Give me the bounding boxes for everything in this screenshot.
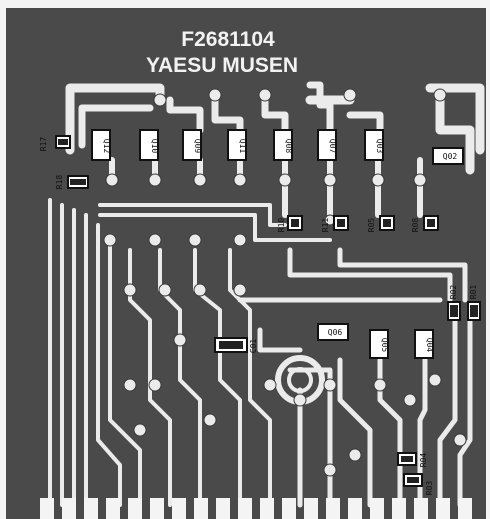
transistor-label: Q10	[150, 139, 159, 154]
transistor-q11: Q11	[227, 129, 247, 161]
transistor-q09: Q09	[182, 129, 202, 161]
resistor-r11: R11	[321, 215, 349, 233]
transistor-q12: Q12	[91, 129, 111, 161]
resistor-label: R17	[39, 137, 48, 152]
resistor-label: R05	[367, 218, 376, 233]
transistor-label: Q09	[193, 139, 202, 154]
resistor-r18: R18	[55, 175, 89, 190]
transistor-q07: Q07	[317, 129, 337, 161]
transistor-label: Q08	[284, 139, 293, 154]
part-number-text: F2681104	[181, 28, 275, 51]
transistor-label: Q11	[238, 139, 247, 154]
resistor-r01: R01	[467, 285, 481, 321]
transistor-q03: Q03	[364, 129, 384, 161]
maker-text: YAESU MUSEN	[146, 54, 298, 77]
solder-pads	[103, 88, 467, 477]
transistor-label: Q03	[375, 139, 384, 154]
resistor-r05: R05	[367, 215, 395, 233]
transistor-q05: Q05	[369, 329, 389, 359]
transistor-label: Q07	[328, 139, 337, 154]
resistor-r08: R08	[411, 215, 439, 233]
edge-connector	[40, 498, 472, 519]
resistor-label: R18	[55, 175, 64, 190]
transistor-q06: Q06	[317, 323, 349, 341]
resistors: R17 R18 R10 R11 R05 R08	[39, 135, 481, 496]
transistor-q02: Q02	[432, 147, 464, 165]
resistor-label: R01	[469, 285, 478, 300]
trace-loop-inner	[287, 367, 313, 393]
transistor-q08: Q08	[273, 129, 293, 161]
transistor-q04: Q04	[414, 329, 434, 359]
transistor-label: Q06	[328, 328, 343, 337]
resistor-label: R11	[321, 218, 330, 233]
copper-traces	[48, 81, 485, 508]
resistor-r04: R04	[397, 452, 428, 468]
capacitor-label: C01	[249, 339, 258, 354]
resistor-label: R02	[449, 285, 458, 300]
resistor-r02: R02	[447, 285, 461, 321]
resistor-label: R04	[419, 453, 428, 468]
transistor-label: Q05	[380, 338, 389, 353]
resistor-label: R08	[411, 218, 420, 233]
transistor-label: Q12	[102, 139, 111, 154]
resistor-label: R10	[277, 218, 286, 233]
transistor-label: Q04	[425, 338, 434, 353]
transistor-row: Q12 Q10 Q09 Q11 Q08 Q07 Q03 Q02	[91, 129, 464, 359]
resistor-label: R03	[425, 481, 434, 496]
transistor-q10: Q10	[139, 129, 159, 161]
resistor-r03: R03	[403, 473, 434, 496]
capacitor-c01: C01	[214, 337, 258, 354]
transistor-label: Q02	[443, 152, 458, 161]
resistor-r10: R10	[277, 215, 303, 233]
resistor-r17: R17	[39, 135, 71, 152]
